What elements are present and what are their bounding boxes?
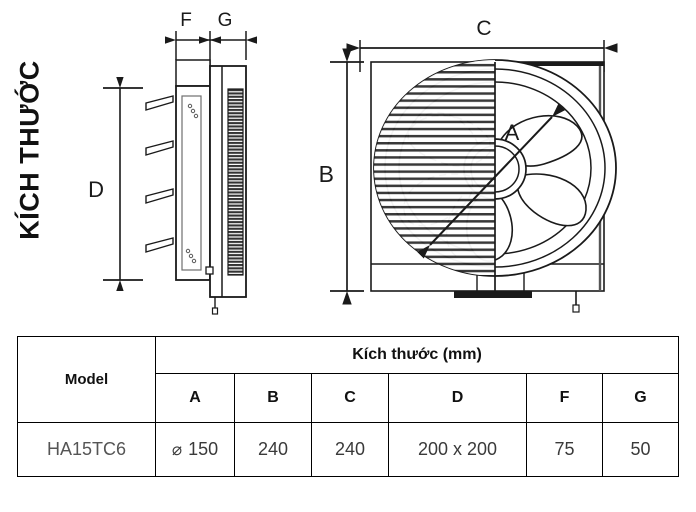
side-pull-cord bbox=[211, 297, 219, 315]
drawing-svg: F G D bbox=[88, 10, 618, 315]
cell-d: 200 x 200 bbox=[388, 422, 527, 477]
cell-g: 50 bbox=[601, 422, 680, 477]
dim-b: B bbox=[319, 48, 364, 305]
side-view: F G D bbox=[88, 10, 258, 315]
cell-c: 240 bbox=[311, 422, 389, 477]
header-col-g: G bbox=[601, 373, 680, 423]
front-foot-bar bbox=[454, 291, 532, 298]
side-outlet-grille bbox=[227, 88, 244, 276]
dim-d: D bbox=[88, 76, 143, 292]
front-view: C B bbox=[319, 17, 618, 313]
panel-screw-marks bbox=[185, 103, 199, 264]
cell-a: ⌀ 150 bbox=[155, 422, 235, 477]
table-row: HA15TC6 ⌀ 150 240 240 200 x 200 75 50 bbox=[17, 422, 680, 477]
table-header-row-2: A B C D F G bbox=[18, 373, 680, 423]
dim-f-label: F bbox=[180, 10, 192, 31]
side-latch-tab bbox=[205, 266, 214, 275]
table-header-row-1: Model Kích thước (mm) bbox=[17, 336, 680, 423]
technical-drawing: F G D bbox=[88, 10, 618, 315]
dim-a: A bbox=[417, 103, 566, 259]
header-col-b: B bbox=[234, 373, 312, 423]
header-col-d: D bbox=[388, 373, 527, 423]
dim-a-label: A bbox=[505, 120, 520, 145]
header-model: Model bbox=[17, 336, 156, 423]
cell-model: HA15TC6 bbox=[17, 422, 156, 477]
side-top-flange bbox=[175, 59, 211, 87]
cell-f: 75 bbox=[526, 422, 603, 477]
dim-g-label: G bbox=[218, 10, 233, 31]
cell-a-value: 150 bbox=[188, 439, 219, 459]
header-dimensions-group: Kích thước (mm) bbox=[154, 336, 680, 374]
dim-c-label: C bbox=[476, 17, 491, 40]
spec-table-container: Model Kích thước (mm) A B C D F G HA15TC… bbox=[17, 336, 680, 477]
front-pull-cord bbox=[572, 291, 580, 313]
spec-table: Model Kích thước (mm) A B C D F G HA15TC… bbox=[17, 336, 680, 477]
front-top-band bbox=[477, 62, 604, 66]
side-panel-inner-strip bbox=[181, 95, 202, 271]
louver-slats bbox=[145, 95, 174, 253]
header-col-f: F bbox=[526, 373, 603, 423]
diameter-symbol: ⌀ bbox=[171, 440, 184, 459]
header-col-a: A bbox=[155, 373, 235, 423]
cell-b: 240 bbox=[234, 422, 312, 477]
dim-b-label: B bbox=[319, 161, 334, 187]
dim-d-label: D bbox=[88, 177, 104, 202]
header-col-c: C bbox=[311, 373, 389, 423]
